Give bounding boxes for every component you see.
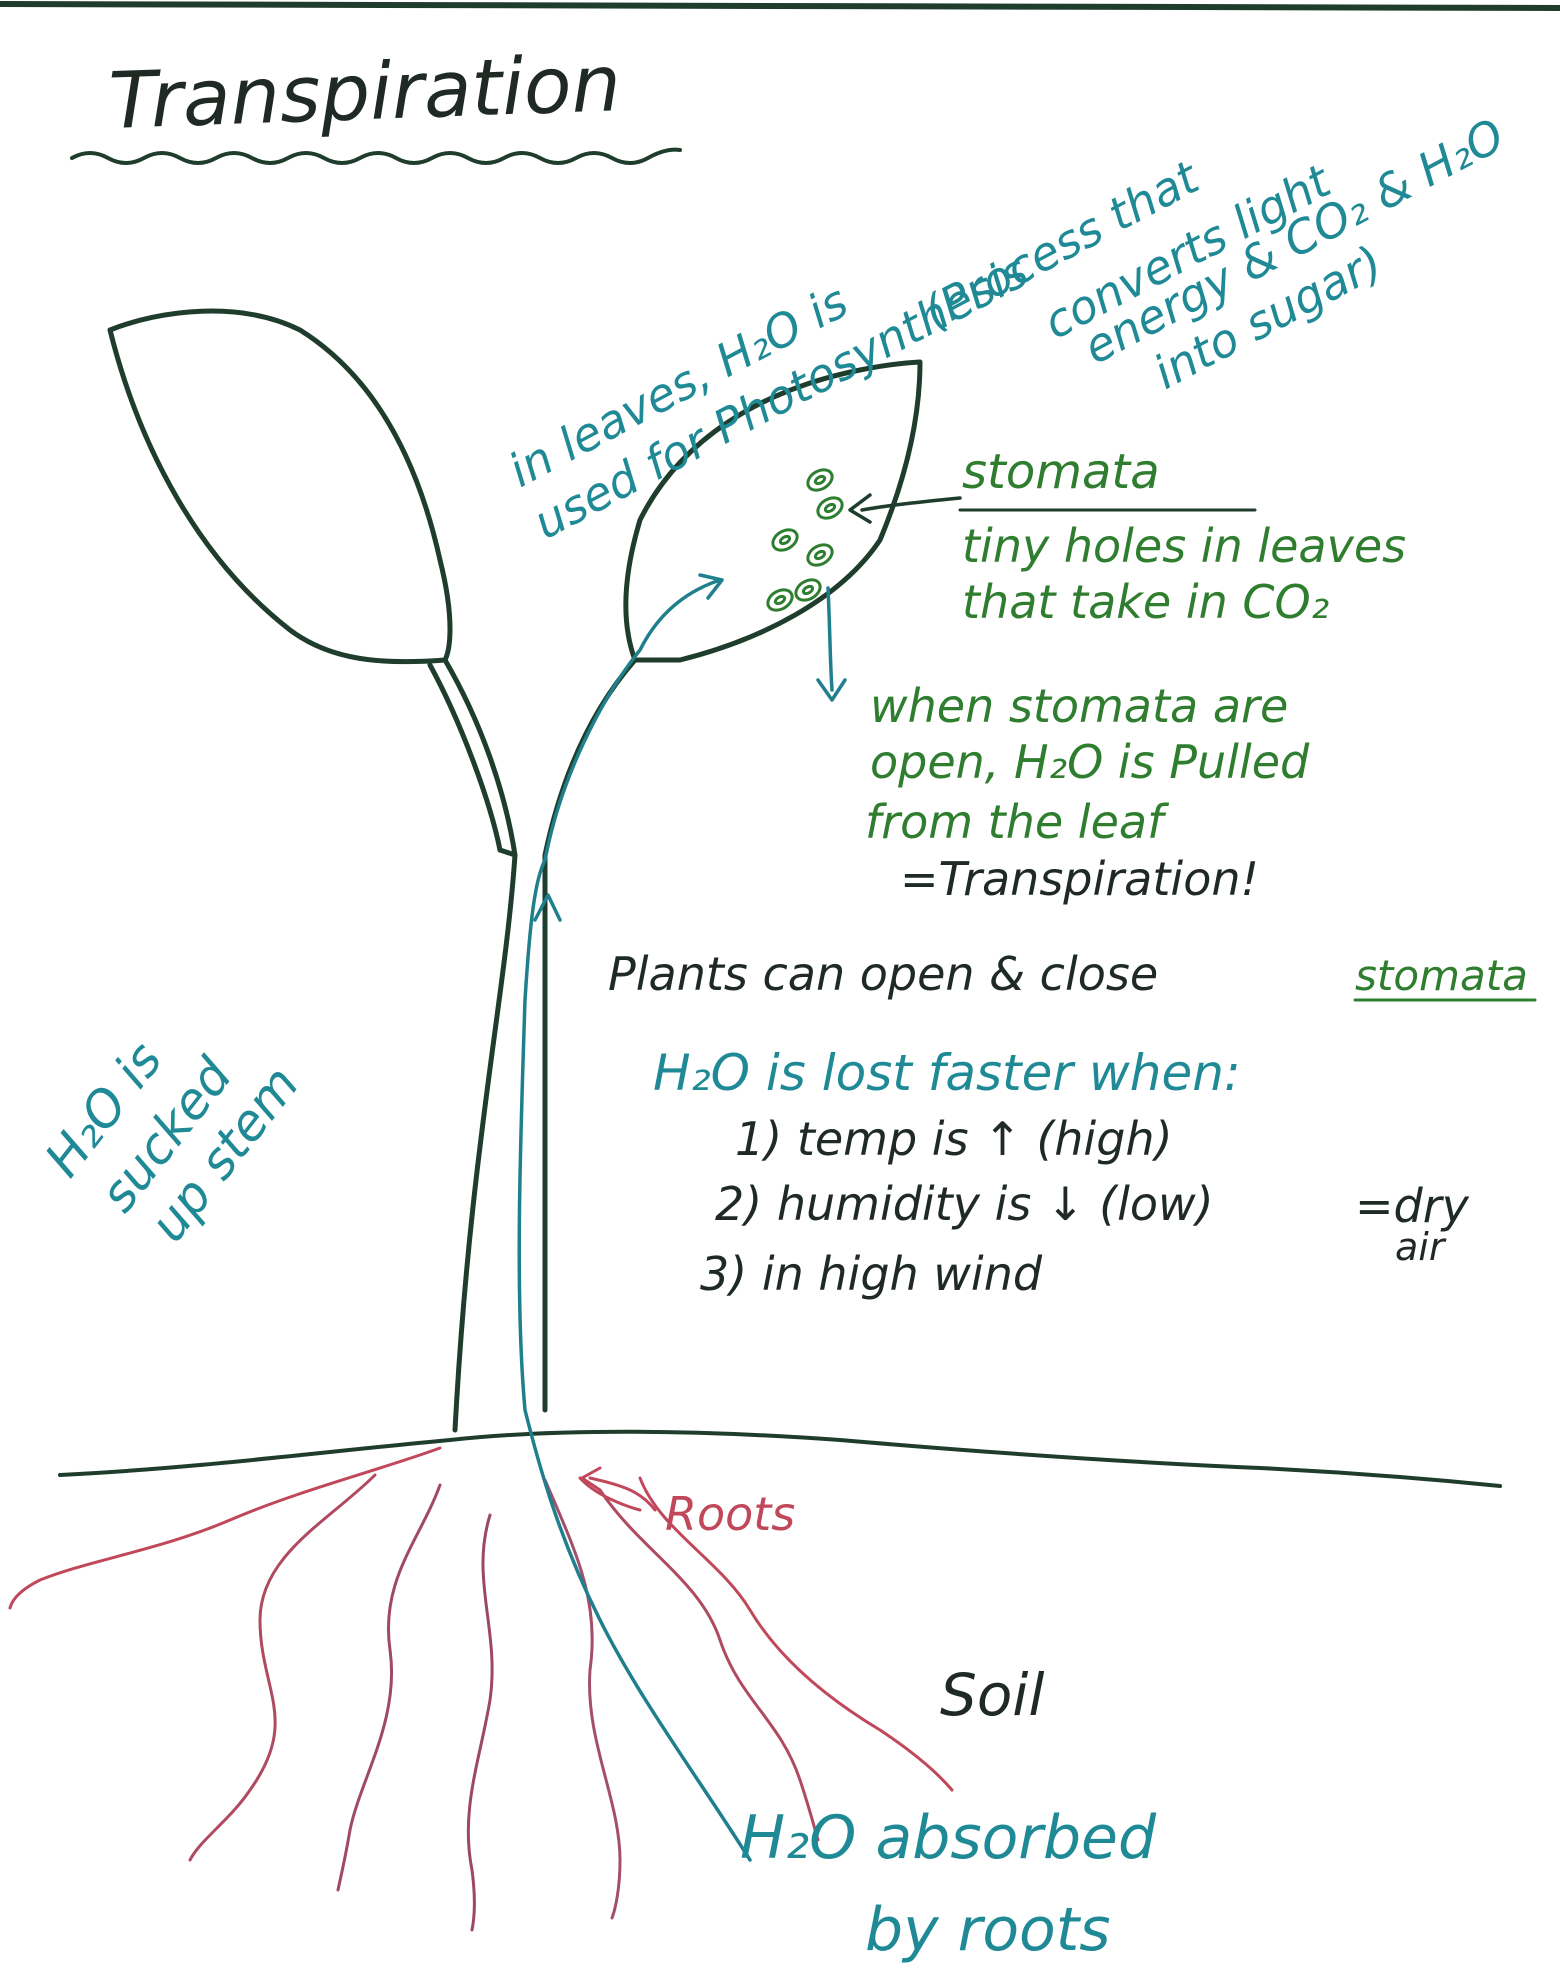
stomata-definition-line-1: tiny holes in leaves (962, 519, 1406, 573)
stomata-control-prefix: Plants can open & close (608, 947, 1158, 1001)
absorbed-note-line-2: by roots (865, 1895, 1111, 1965)
roots-label: Roots (665, 1487, 795, 1541)
transpiration-line-1: when stomata are (870, 679, 1288, 733)
water-loss-item-1: 1) temp is ↑ (high) (735, 1112, 1173, 1166)
photosynthesis-line-5: energy & CO₂ & H₂O (1075, 108, 1513, 375)
water-loss-heading: H₂O is lost faster when: (653, 1044, 1241, 1102)
stomata-definition-line-2: that take in CO₂ (962, 575, 1329, 629)
dry-air-label-line-2: air (1395, 1225, 1447, 1269)
transpiration-line-2: open, H₂O is Pulled (870, 735, 1310, 789)
title-wavy-underline (72, 150, 680, 163)
left-leaf (110, 311, 450, 662)
page-title: Transpiration (108, 39, 623, 147)
stomata-pointer-arrow (850, 495, 960, 522)
transpiration-line-3: from the leaf (865, 795, 1169, 849)
water-loss-item-3: 3) in high wind (700, 1247, 1043, 1301)
water-loss-list: 1) temp is ↑ (high) 2) humidity is ↓ (lo… (700, 1112, 1214, 1301)
top-border-line (0, 4, 1560, 8)
transpiration-line-4: =Transpiration! (900, 852, 1259, 906)
water-loss-item-2: 2) humidity is ↓ (low) (715, 1177, 1214, 1231)
stem (430, 660, 635, 1430)
ground-line (60, 1432, 1500, 1486)
stomata-control-term: stomata (1355, 951, 1528, 1000)
stomata-term-label: stomata (962, 444, 1160, 500)
soil-label: Soil (940, 1661, 1045, 1729)
absorbed-note-line-1: H₂O absorbed (740, 1803, 1157, 1873)
stem-note: H₂O is sucked up stem (34, 1031, 311, 1252)
transpiration-note: when stomata are open, H₂O is Pulled fro… (865, 679, 1310, 906)
transpiration-pointer-arrow (818, 588, 845, 700)
